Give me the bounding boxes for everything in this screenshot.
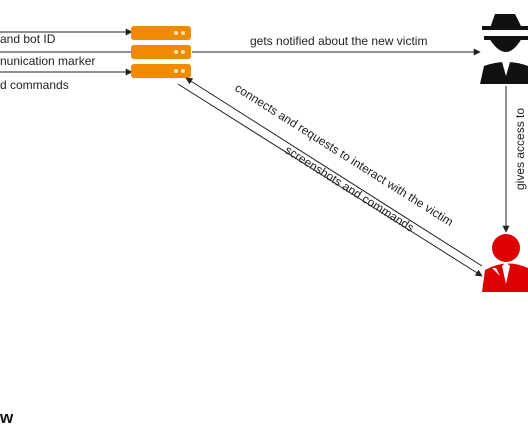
server-stack-icon [131,26,191,78]
section-heading: w [0,408,14,427]
red-operator-icon [482,234,528,292]
label-in-bot: d commands [0,78,69,92]
label-in-top: and bot ID [0,32,56,46]
arrow-screens [185,77,483,267]
label-in-mid: nunication marker [0,54,95,68]
label-access: gives access to [513,108,527,190]
hacker-spy-icon [480,14,528,84]
arrow-connect [177,83,483,277]
label-notify: gets notified about the new victim [250,34,427,48]
label-connect: connects and requests to interact with t… [232,81,455,229]
